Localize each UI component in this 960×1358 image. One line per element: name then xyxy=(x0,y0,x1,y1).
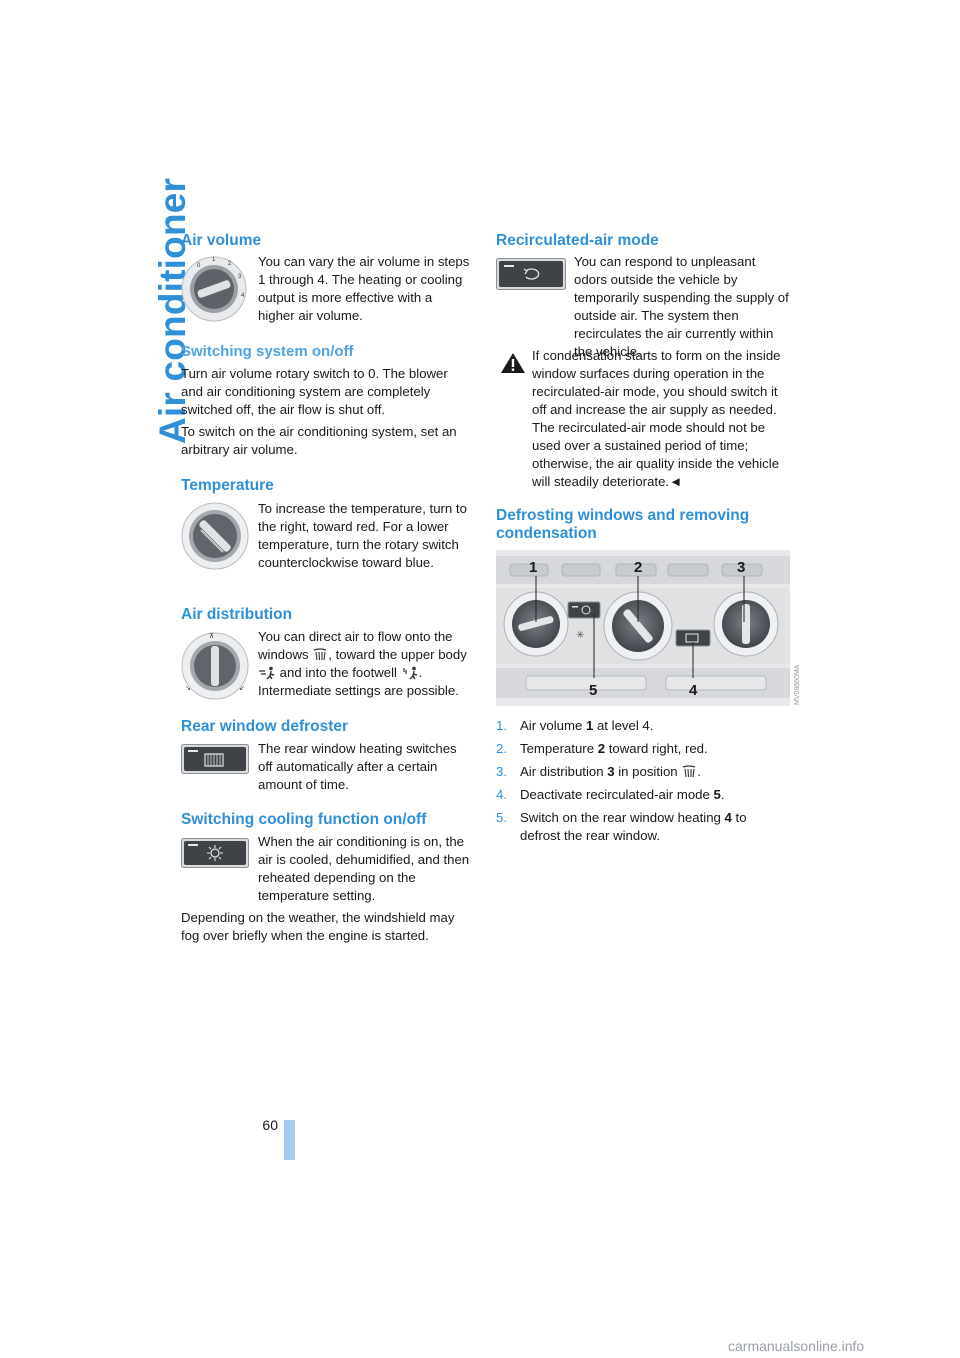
callout-5: 5 xyxy=(589,682,598,699)
air-volume-text: You can vary the air volume in steps 1 t… xyxy=(258,254,470,323)
heading-temperature: Temperature xyxy=(181,477,274,494)
svg-text:✳: ✳ xyxy=(576,630,584,641)
heading-recirculated-air: Recirculated-air mode xyxy=(496,232,659,249)
cooling-text: When the air conditioning is on, the air… xyxy=(258,834,470,903)
rear-defroster-button-image xyxy=(181,744,249,774)
rear-defroster-text: The rear window heating switches off aut… xyxy=(258,741,457,792)
page-number-bar xyxy=(284,1120,295,1160)
footwell-icon xyxy=(403,666,417,680)
upper-body-icon xyxy=(259,666,275,680)
svg-text:3: 3 xyxy=(238,274,242,280)
recirculated-air-text: You can respond to unpleasant odors outs… xyxy=(574,254,789,359)
callout-3: 3 xyxy=(737,559,746,576)
heading-defrosting: Defrosting windows and removing condensa… xyxy=(496,507,750,542)
switching-text-1: Turn air volume rotary switch to 0. The … xyxy=(181,366,448,417)
callout-4: 4 xyxy=(689,682,698,699)
air-volume-knob-image: 0 1 2 3 4 xyxy=(181,256,247,322)
warning-text: If condensation starts to form on the in… xyxy=(532,348,781,489)
cooling-text-2: Depending on the weather, the windshield… xyxy=(181,910,455,943)
recirculated-air-button-image xyxy=(496,258,566,290)
heading-air-volume: Air volume xyxy=(181,232,262,249)
windshield-icon xyxy=(314,648,327,661)
windshield-icon xyxy=(683,765,696,778)
cooling-button-image xyxy=(181,838,249,868)
svg-text:↘: ↘ xyxy=(185,684,191,692)
page-number: 60 xyxy=(262,1117,278,1133)
watermark: carmanualsonline.info xyxy=(728,1338,865,1354)
callout-2: 2 xyxy=(634,559,643,576)
warning-triangle-icon xyxy=(501,353,525,373)
svg-text:0: 0 xyxy=(197,263,201,269)
temperature-knob-image xyxy=(181,502,249,570)
svg-text:⊼: ⊼ xyxy=(209,632,214,640)
svg-text:↙: ↙ xyxy=(239,684,245,692)
temperature-text: To increase the temperature, turn to the… xyxy=(258,501,467,570)
svg-text:1: 1 xyxy=(212,257,216,263)
chapter-title: Air conditioner xyxy=(152,177,193,444)
control-panel-image: ✳ xyxy=(496,550,790,706)
heading-air-distribution: Air distribution xyxy=(181,606,293,623)
switching-text-2: To switch on the air conditioning system… xyxy=(181,424,457,457)
heading-switching-system: Switching system on/off xyxy=(181,343,354,360)
air-distribution-knob-image: ⊼ ↘ ↙ xyxy=(181,632,249,700)
callout-1: 1 xyxy=(529,559,538,576)
heading-cooling-function: Switching cooling function on/off xyxy=(181,811,427,828)
heading-rear-window-defroster: Rear window defroster xyxy=(181,718,349,735)
air-distribution-text: You can direct air to flow onto the wind… xyxy=(258,629,467,698)
image-code: MV08660MA xyxy=(794,664,801,705)
svg-text:2: 2 xyxy=(228,261,232,267)
svg-text:4: 4 xyxy=(241,293,245,299)
